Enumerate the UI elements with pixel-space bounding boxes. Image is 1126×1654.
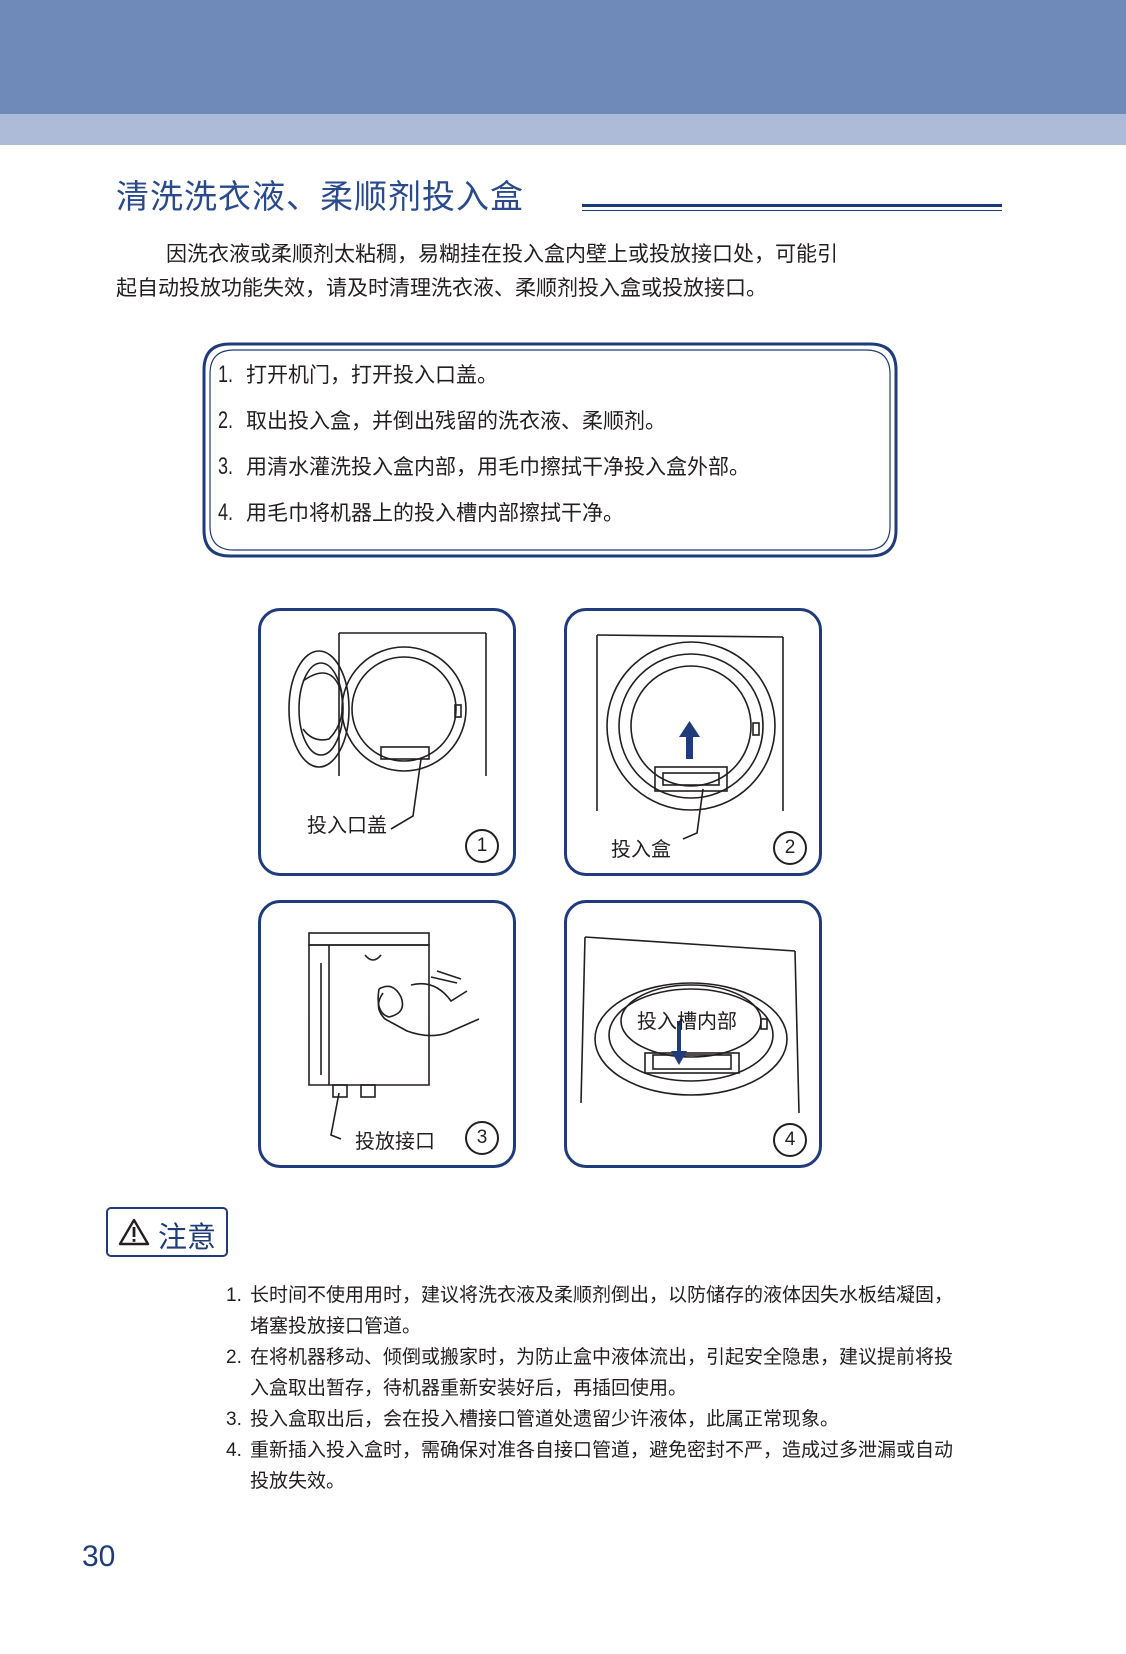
caution-text: 重新插入投入盒时，需确保对准各自接口管道，避免密封不严，造成过多泄漏或自动投放失…: [250, 1439, 954, 1492]
section-title: 清洗洗衣液、柔顺剂投入盒: [116, 177, 524, 216]
step-text: 取出投入盒，并倒出残留的洗衣液、柔顺剂。: [246, 409, 666, 433]
caution-number: 4.: [226, 1440, 242, 1461]
caution-item: 4. 重新插入投入盒时，需确保对准各自接口管道，避免密封不严，造成过多泄漏或自动投…: [226, 1435, 966, 1497]
step-number: 4.: [218, 499, 234, 526]
notice-label: 注意: [158, 1220, 217, 1254]
caution-item: 2. 在将机器移动、倾倒或搬家时，为防止盒中液体流出，引起安全隐患，建议提前将投入…: [226, 1342, 966, 1404]
step-item: 3. 用清水灌洗投入盒内部，用毛巾擦拭干净投入盒外部。: [218, 452, 750, 498]
steps-box: [200, 340, 900, 560]
page-number: 30: [82, 1540, 116, 1573]
figure-4-number: 4: [773, 1123, 807, 1157]
wipe-slot-illustration: [580, 936, 800, 1114]
caution-number: 2.: [226, 1347, 242, 1368]
step-text: 打开机门，打开投入口盖。: [246, 363, 498, 387]
steps-list: 1. 打开机门，打开投入口盖。 2. 取出投入盒，并倒出残留的洗衣液、柔顺剂。 3.…: [218, 360, 750, 544]
warning-triangle-icon: [118, 1218, 150, 1246]
figure-1-caption: 投入口盖: [307, 809, 387, 838]
step-item: 2. 取出投入盒，并倒出残留的洗衣液、柔顺剂。: [218, 406, 750, 452]
intro-paragraph: 因洗衣液或柔顺剂太粘稠，易糊挂在投入盒内壁上或投放接口处，可能引 起自动投放功能…: [116, 237, 996, 305]
step-text: 用毛巾将机器上的投入槽内部擦拭干净。: [246, 501, 624, 525]
header-band: [0, 0, 1126, 114]
caution-text: 投入盒取出后，会在投入槽接口管道处遗留少许液体，此属正常现象。: [250, 1408, 840, 1430]
caution-text: 长时间不使用用时，建议将洗衣液及柔顺剂倒出，以防储存的液体因失水板结凝固，堵塞投…: [250, 1284, 954, 1337]
figure-4-panel: 投入槽内部 4: [564, 900, 822, 1168]
step-text: 用清水灌洗投入盒内部，用毛巾擦拭干净投入盒外部。: [246, 455, 750, 479]
caution-number: 1.: [226, 1285, 242, 1306]
step-item: 1. 打开机门，打开投入口盖。: [218, 360, 750, 406]
caution-number: 3.: [226, 1409, 242, 1430]
figure-2-panel: 投入盒 2: [564, 608, 822, 876]
caution-list: 1. 长时间不使用用时，建议将洗衣液及柔顺剂倒出，以防储存的液体因失水板结凝固，堵…: [226, 1280, 966, 1497]
caution-item: 3. 投入盒取出后，会在投入槽接口管道处遗留少许液体，此属正常现象。: [226, 1404, 966, 1435]
step-number: 3.: [218, 453, 234, 480]
figure-2-number: 2: [773, 831, 807, 865]
open-door-illustration: [288, 632, 487, 830]
figure-2-caption: 投入盒: [611, 833, 671, 862]
intro-line-2: 起自动投放功能失效，请及时清理洗衣液、柔顺剂投入盒或投放接口。: [116, 276, 767, 300]
caution-item: 1. 长时间不使用用时，建议将洗衣液及柔顺剂倒出，以防储存的液体因失水板结凝固，堵…: [226, 1280, 966, 1342]
figure-1-number: 1: [465, 829, 499, 863]
step-number: 2.: [218, 407, 234, 434]
figure-3-number: 3: [465, 1121, 499, 1155]
title-rule: [582, 204, 1002, 211]
step-item: 4. 用毛巾将机器上的投入槽内部擦拭干净。: [218, 498, 750, 544]
step-number: 1.: [218, 361, 234, 388]
remove-box-illustration: [596, 634, 784, 840]
figure-3-caption: 投放接口: [355, 1125, 435, 1154]
figure-1-panel: 投入口盖 1: [258, 608, 516, 876]
wipe-box-illustration: [308, 932, 480, 1140]
figure-4-caption: 投入槽内部: [637, 1009, 737, 1033]
figure-3-panel: 投放接口 3: [258, 900, 516, 1168]
intro-line-1: 因洗衣液或柔顺剂太粘稠，易糊挂在投入盒内壁上或投放接口处，可能引: [166, 242, 838, 266]
notice-badge: 注意: [106, 1207, 228, 1257]
header-subband: [0, 114, 1126, 145]
caution-text: 在将机器移动、倾倒或搬家时，为防止盒中液体流出，引起安全隐患，建议提前将投入盒取…: [250, 1346, 954, 1399]
